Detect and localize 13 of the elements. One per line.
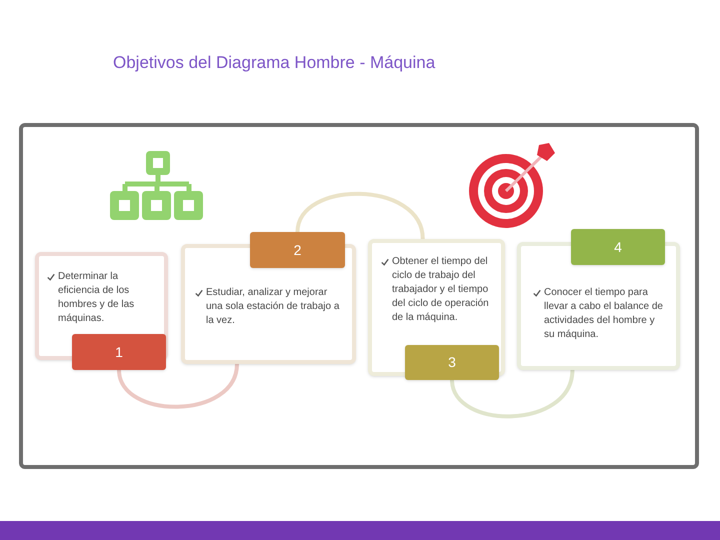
number-tab: 2 bbox=[250, 232, 345, 268]
connector-arc bbox=[296, 192, 425, 240]
step-text: Obtener el tiempo del ciclo de trabajo del trabajador y el tiempo del ciclo de operación de la máquina. bbox=[392, 255, 490, 325]
number-tab: 4 bbox=[571, 229, 665, 265]
connector-arc bbox=[117, 364, 239, 409]
step-text: Determinar la eficiencia de los hombres y de las máquinas. bbox=[58, 270, 136, 326]
number-tab: 3 bbox=[405, 345, 499, 380]
slide-title: Objetivos del Diagrama Hombre - Máquina bbox=[113, 52, 436, 74]
step-text: Estudiar, analizar y mejorar una sola estación de trabajo a la vez. bbox=[206, 286, 340, 328]
step-text: Conocer el tiempo para llevar a cabo el balance de actividades del hombre y su máquina. bbox=[544, 286, 664, 342]
number-tab: 1 bbox=[72, 334, 166, 370]
connector-arc bbox=[450, 370, 574, 418]
step-card bbox=[517, 242, 680, 370]
